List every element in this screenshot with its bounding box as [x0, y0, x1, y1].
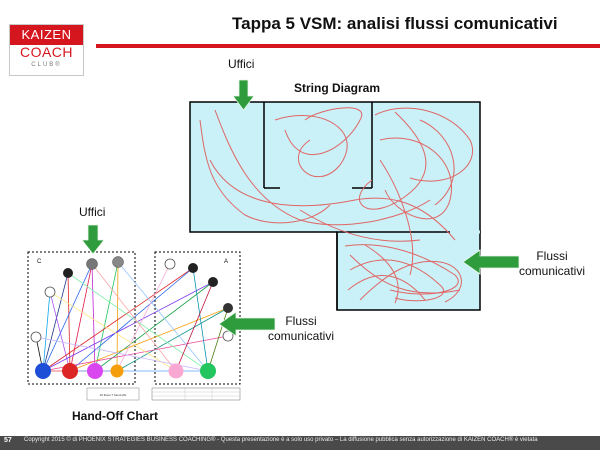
handoff-node: [222, 330, 234, 342]
page-number: 57: [4, 437, 12, 444]
handoff-nodes: [30, 256, 234, 379]
handoff-flows-line2: comunicativi: [267, 329, 335, 343]
handoff-node: [208, 277, 218, 287]
handoff-flows-line1: Flussi: [285, 314, 317, 328]
string-diagram-title: String Diagram: [294, 81, 381, 95]
title-rule: [96, 44, 600, 48]
handoff-node: [86, 258, 98, 270]
string-diagram-paths: [199, 107, 473, 304]
handoff-node: [44, 286, 56, 298]
handoff-node: [35, 363, 51, 379]
string-diagram-walls: [263, 102, 450, 310]
flows-arrow-icon: [462, 249, 520, 275]
handoff-caption-box: [86, 387, 140, 401]
logo-line-club: CLUB®: [31, 62, 62, 68]
handoff-chart-title: Hand-Off Chart: [72, 409, 158, 423]
string-diagram: [189, 79, 520, 311]
uffici-arrow-icon: [232, 79, 255, 111]
copyright-notice: Copyright 2015 © di PHOENIX STRATEGIES B…: [24, 437, 538, 443]
logo-line-kaizen: KAIZEN: [10, 25, 83, 45]
handoff-node: [87, 363, 103, 379]
handoff-group-left-label: C: [37, 259, 42, 265]
hand-off-chart: C A 16 flussi 7 hand-offs: [27, 224, 276, 401]
slide-title: Tappa 5 VSM: analisi flussi comunicativi: [232, 14, 558, 33]
handoff-caption: 16 flussi 7 hand-offs: [100, 393, 127, 397]
handoff-node: [168, 363, 184, 379]
handoff-node: [62, 363, 78, 379]
handoff-node: [164, 258, 176, 270]
kaizen-coach-logo: KAIZEN COACH CLUB®: [9, 24, 84, 76]
handoff-legend-table: [151, 387, 241, 401]
handoff-uffici-arrow-icon: [81, 224, 105, 255]
string-diagram-area-lower: [336, 231, 481, 311]
handoff-flows-arrow-icon: [218, 311, 276, 337]
handoff-flows-label: Flussi comunicativi: [257, 314, 345, 344]
handoff-node: [63, 268, 73, 278]
string-diagram-area-main: [189, 101, 481, 233]
handoff-node: [112, 256, 124, 268]
handoff-node: [200, 363, 216, 379]
string-diagram-uffici-label: Uffici: [228, 57, 255, 71]
handoff-group-right-label: A: [224, 259, 228, 265]
string-diagram-flows-label: Flussi comunicativi: [512, 249, 592, 279]
handoff-node: [30, 331, 42, 343]
handoff-node: [110, 364, 124, 378]
handoff-flows: [35, 261, 229, 372]
string-diagram-flows-line1: Flussi: [536, 249, 568, 263]
handoff-uffici-label: Uffici: [79, 205, 106, 219]
handoff-node: [223, 303, 233, 313]
slide-footer: 57 Copyright 2015 © di PHOENIX STRATEGIE…: [0, 436, 600, 450]
handoff-node: [188, 263, 198, 273]
string-diagram-flows-line2: comunicativi: [518, 264, 586, 278]
logo-line-coach: COACH: [19, 44, 74, 60]
